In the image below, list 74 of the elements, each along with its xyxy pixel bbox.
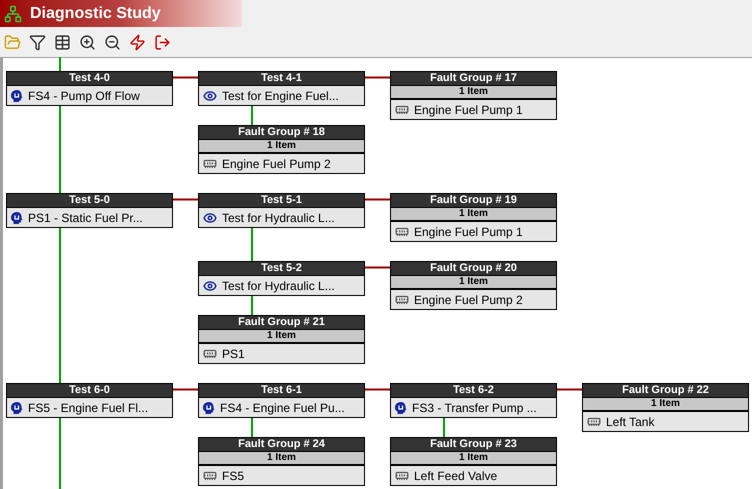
node-header: Fault Group # 20 (391, 262, 556, 275)
node-text: Test for Hydraulic L... (222, 280, 335, 292)
tree-node-box (390, 193, 557, 242)
tree-node-box (582, 383, 749, 432)
tree-node-box (390, 261, 557, 310)
node-header: Test 4-1 (199, 72, 364, 85)
item-count: 1 Item (391, 275, 556, 289)
connector-line (443, 418, 445, 437)
tree-node-box (198, 261, 365, 296)
connector-line (59, 106, 61, 193)
item-count: 1 Item (199, 451, 364, 465)
node-text: Engine Fuel Pump 1 (414, 104, 523, 116)
node-header: Test 6-1 (199, 384, 364, 397)
node-text: Engine Fuel Pump 2 (222, 158, 331, 170)
connector-line (251, 418, 253, 437)
connector-line (365, 76, 390, 78)
connector-line (365, 198, 390, 200)
connector-line (59, 228, 61, 383)
node-text: FS4 - Engine Fuel Pu... (220, 402, 345, 414)
connector-line (365, 266, 390, 268)
tree-node-box (390, 437, 557, 486)
node-text: FS5 - Engine Fuel Fl... (28, 402, 148, 414)
node-text: Engine Fuel Pump 1 (414, 226, 523, 238)
tree-node-box (390, 71, 557, 120)
node-header: Test 4-0 (7, 72, 172, 85)
node-header: Fault Group # 24 (199, 438, 364, 451)
tree-node-box (6, 383, 173, 418)
item-count: 1 Item (391, 451, 556, 465)
node-text: FS4 - Pump Off Flow (28, 90, 140, 102)
node-header: Test 5-0 (7, 194, 172, 207)
tree-node-box (6, 71, 173, 106)
node-header: Test 5-2 (199, 262, 364, 275)
node-text: PS1 (222, 348, 245, 360)
connector-line (173, 198, 198, 200)
node-text: PS1 - Static Fuel Pr... (28, 212, 143, 224)
node-header: Fault Group # 22 (583, 384, 748, 397)
connector-line (365, 388, 390, 390)
tree-node-box (198, 193, 365, 228)
node-header: Fault Group # 23 (391, 438, 556, 451)
node-text: FS5 (222, 470, 244, 482)
node-header: Test 6-0 (7, 384, 172, 397)
node-text: Left Feed Valve (414, 470, 498, 482)
connector-line (59, 57, 61, 71)
tree-node-box (198, 125, 365, 174)
tree-node-box (198, 71, 365, 106)
connector-line (173, 388, 198, 390)
node-text: Test for Engine Fuel... (222, 90, 339, 102)
node-text: Left Tank (606, 416, 654, 428)
node-header: Test 6-2 (391, 384, 556, 397)
item-count: 1 Item (391, 85, 556, 99)
tree-node-box (390, 383, 557, 418)
node-header: Test 5-1 (199, 194, 364, 207)
connector-line (173, 76, 198, 78)
connector-line (59, 418, 61, 489)
node-header: Fault Group # 19 (391, 194, 556, 207)
node-header: Fault Group # 18 (199, 126, 364, 139)
item-count: 1 Item (391, 207, 556, 221)
item-count: 1 Item (199, 139, 364, 153)
tree-node-box (198, 315, 365, 364)
item-count: 1 Item (199, 329, 364, 343)
node-text: Engine Fuel Pump 2 (414, 294, 523, 306)
tree-node-box (198, 383, 365, 418)
node-header: Fault Group # 21 (199, 316, 364, 329)
tree-node-box (198, 437, 365, 486)
connector-line (251, 296, 253, 315)
node-text: FS3 - Transfer Pump ... (412, 402, 537, 414)
tree-node-box (6, 193, 173, 228)
connector-line (251, 228, 253, 261)
node-text: Test for Hydraulic L... (222, 212, 335, 224)
window-title: Diagnostic Study (30, 6, 161, 22)
item-count: 1 Item (583, 397, 748, 411)
node-header: Fault Group # 17 (391, 72, 556, 85)
connector-line (557, 388, 582, 390)
connector-line (251, 106, 253, 125)
